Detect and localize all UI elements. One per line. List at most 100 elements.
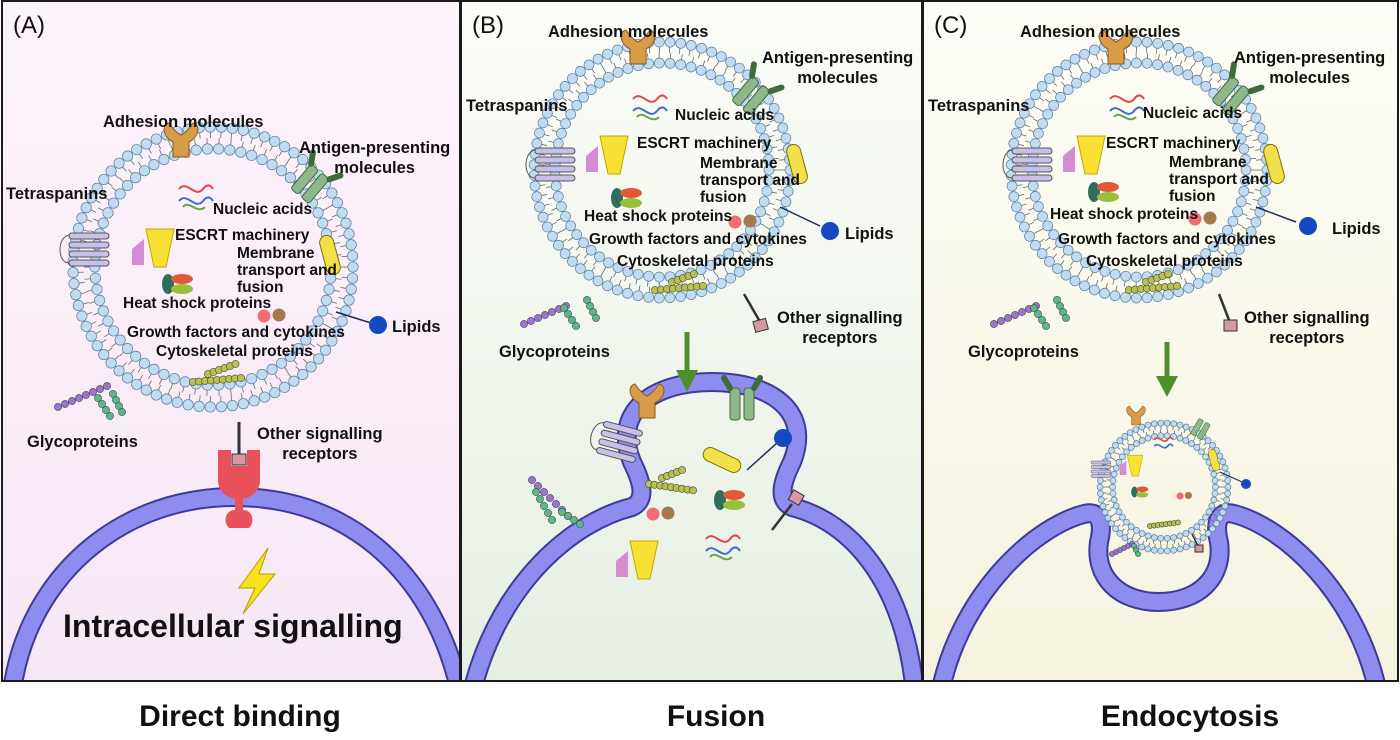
antigen-label: Antigen-presenting molecules — [762, 49, 914, 87]
caption-direct-binding: Direct binding — [139, 700, 341, 733]
lipid-icon — [779, 206, 839, 240]
cytoskeletal-protein-icon — [1125, 282, 1181, 294]
tetraspanin-icon — [525, 147, 576, 182]
glycoprotein-icon — [54, 382, 111, 411]
lipid-icon — [1255, 206, 1317, 235]
cytoskeletal-label: Cytoskeletal proteins — [1086, 253, 1243, 270]
heat-shock-protein-icon — [162, 274, 193, 294]
tetraspanins-label: Tetraspanins — [928, 97, 1030, 115]
nucleic-acid-icon — [1109, 94, 1145, 121]
membrane-transport-label: Membrane transport and fusion — [1169, 154, 1269, 205]
tetraspanin-icon — [1002, 147, 1053, 182]
growth-factors-label: Growth factors and cytokines — [127, 324, 345, 341]
nucleic-acids-label: Nucleic acids — [213, 201, 313, 218]
escrt-label: ESCRT machinery — [175, 227, 310, 244]
arrow-down-icon — [1156, 342, 1178, 397]
nucleic-acid-icon — [178, 184, 214, 211]
glycoproteins-label: Glycoproteins — [499, 343, 610, 361]
growth-factor-icon — [1188, 211, 1217, 226]
panel-label: (B) — [472, 12, 504, 39]
escrt-icon — [586, 135, 629, 175]
antigen-presenting-molecule-icon — [291, 149, 344, 204]
glycoprotein-icon — [1109, 541, 1135, 557]
antigen-presenting-molecule-icon — [1190, 418, 1211, 440]
membrane-transport-icon — [786, 143, 808, 185]
adhesion-molecule-icon — [1098, 29, 1134, 65]
panel-direct-binding: (A) Adhesion molecules Antigen-presentin… — [1, 0, 461, 682]
membrane-transport-label: Membrane transport and fusion — [237, 245, 337, 296]
membrane-transport-icon — [1208, 448, 1220, 472]
nucleic-acids-label: Nucleic acids — [675, 107, 775, 124]
signalling-receptor-icon — [231, 422, 247, 466]
lipid-icon — [746, 429, 792, 471]
adhesion-molecule-icon — [620, 29, 656, 65]
panel-c-artwork — [932, 29, 1386, 680]
adhesion-molecule-icon — [163, 122, 199, 158]
signalling-receptor-icon — [771, 489, 805, 531]
receptor-binding-icon — [218, 450, 260, 528]
antigen-presenting-molecule-icon — [732, 61, 785, 116]
adhesion-label: Adhesion molecules — [1020, 23, 1181, 41]
heat-shock-protein-icon — [1131, 486, 1149, 498]
escrt-label: ESCRT machinery — [1106, 135, 1241, 152]
growth-factor-icon — [257, 308, 286, 323]
glycoproteins-label: Glycoproteins — [27, 433, 138, 451]
signalling-receptor-icon — [1217, 293, 1238, 332]
signalling-receptor-icon — [1191, 533, 1204, 553]
growth-factors-label: Growth factors and cytokines — [1058, 231, 1276, 248]
panel-b-artwork — [464, 29, 921, 680]
heat-shock-label: Heat shock proteins — [584, 208, 733, 225]
adhesion-label: Adhesion molecules — [548, 23, 709, 41]
lipid-icon — [1219, 471, 1251, 489]
tetraspanin-icon — [590, 420, 643, 463]
cytoskeletal-label: Cytoskeletal proteins — [617, 253, 774, 270]
escrt-label: ESCRT machinery — [637, 135, 772, 152]
tetraspanin-icon — [59, 232, 110, 267]
escrt-icon — [1063, 135, 1106, 175]
lipids-label: Lipids — [392, 318, 441, 336]
antigen-label: Antigen-presenting molecules — [299, 139, 451, 177]
lipids-label: Lipids — [845, 225, 894, 243]
antigen-presenting-molecule-icon — [1212, 61, 1265, 116]
membrane-transport-label: Membrane transport and fusion — [700, 155, 800, 206]
adhesion-label: Adhesion molecules — [103, 113, 264, 131]
growth-factors-label: Growth factors and cytokines — [589, 231, 807, 248]
nucleic-acid-icon — [705, 534, 741, 561]
nucleic-acids-label: Nucleic acids — [1143, 105, 1243, 122]
adhesion-molecule-icon — [629, 383, 665, 419]
panel-a-artwork — [3, 121, 459, 680]
receptors-label: Other signalling receptors — [777, 309, 903, 347]
heat-shock-label: Heat shock proteins — [1050, 206, 1199, 223]
lipid-icon — [335, 311, 387, 334]
receptors-label: Other signalling receptors — [1244, 309, 1370, 347]
caption-endocytosis: Endocytosis — [1100, 700, 1280, 733]
intracellular-signalling-text: Intracellular signalling — [63, 608, 403, 644]
nucleic-acid-icon — [1153, 436, 1174, 449]
panel-label: (A) — [13, 12, 45, 39]
signalling-receptor-icon — [742, 293, 769, 333]
escrt-icon — [616, 540, 659, 580]
glycoproteins-label: Glycoproteins — [968, 343, 1079, 361]
growth-factor-icon — [646, 506, 675, 521]
escrt-icon — [1119, 454, 1144, 477]
vesicle-membrane — [67, 121, 359, 413]
lipids-label: Lipids — [1332, 220, 1381, 238]
panel-fusion: (B) Adhesion molecules Antigen-presentin… — [460, 0, 923, 682]
cytoskeletal-protein-icon — [189, 374, 245, 386]
tetraspanin-icon — [1090, 460, 1112, 478]
panel-label: (C) — [934, 12, 968, 39]
receptors-label: Other signalling receptors — [257, 425, 383, 463]
heat-shock-protein-icon — [1088, 182, 1119, 202]
adhesion-molecule-icon — [1126, 405, 1146, 426]
lightning-icon — [238, 547, 277, 615]
escrt-icon — [132, 228, 175, 268]
heat-shock-protein-icon — [714, 490, 745, 510]
heat-shock-label: Heat shock proteins — [123, 295, 272, 312]
antigen-label: Antigen-presenting molecules — [1234, 49, 1386, 87]
tetraspanins-label: Tetraspanins — [466, 97, 568, 115]
heat-shock-protein-icon — [611, 188, 642, 208]
membrane-transport-icon — [319, 234, 341, 276]
panel-endocytosis: (C) Adhesion molecules Antigen-presentin… — [922, 0, 1399, 682]
cytoskeletal-protein-icon — [645, 480, 697, 495]
